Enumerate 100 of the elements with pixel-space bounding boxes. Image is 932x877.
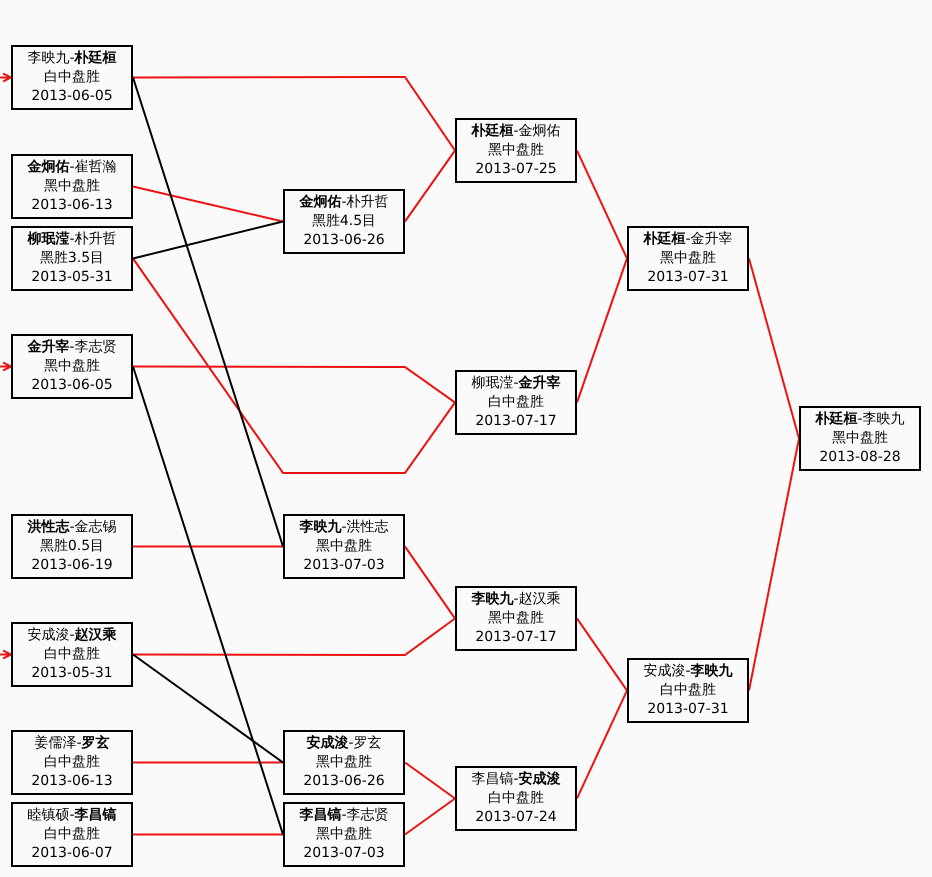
match-date: 2013-08-28 [819,448,901,467]
match-players: 睦镇硕-李昌镐 [27,806,117,825]
arrow [0,72,12,82]
match-box [11,730,133,795]
bracket-line [133,546,283,548]
match-result: 黑中盘胜 [660,249,716,268]
match-players: 金炯佑-朴升哲 [299,193,389,212]
bracket-line [404,798,456,836]
match-date: 2013-05-31 [31,268,113,287]
match-box [799,406,921,471]
match-result: 白中盘胜 [488,789,544,808]
match-date: 2013-07-31 [647,268,729,287]
match-box [283,189,405,254]
match-result: 黑中盘胜 [316,537,372,556]
arrow [0,650,12,660]
match-players: 安成浚-李映九 [643,662,733,681]
match-result: 黑中盘胜 [44,177,100,196]
bracket-line [132,366,284,835]
match-result: 白中盘胜 [44,825,100,844]
match-players: 柳珉滢-朴升哲 [27,230,117,249]
match-date: 2013-06-26 [303,231,385,250]
match-box [627,226,749,291]
match-players: 洪性志-金志锡 [27,518,117,537]
match-box [627,658,749,723]
match-box [11,802,133,867]
match-box [455,766,577,831]
bracket-line [132,77,284,547]
match-date: 2013-07-25 [475,160,557,179]
bracket-line [748,258,800,439]
bracket-line [576,690,628,799]
match-date: 2013-07-03 [303,844,385,863]
bracket-line [132,220,284,260]
match-result: 白中盘胜 [44,645,100,664]
bracket-line [132,186,284,222]
match-players: 李昌镐-李志贤 [299,806,389,825]
match-date: 2013-06-13 [31,196,113,215]
match-date: 2013-05-31 [31,664,113,683]
match-date: 2013-07-31 [647,700,729,719]
match-box [11,154,133,219]
bracket-line [576,618,628,692]
bracket-line [576,258,628,403]
match-result: 黑胜0.5目 [40,537,104,556]
match-players: 柳珉滢-金升宰 [471,374,561,393]
match-box [11,514,133,579]
bracket-line [404,150,456,222]
match-date: 2013-07-17 [475,628,557,647]
match-box [11,226,133,291]
match-players: 李昌镐-安成浚 [471,770,561,789]
match-result: 黑中盘胜 [488,609,544,628]
match-result: 黑胜3.5目 [40,249,104,268]
match-result: 黑胜4.5目 [312,212,376,231]
match-players: 金升宰-李志贤 [27,338,117,357]
bracket-line [132,654,284,764]
match-box [455,370,577,435]
bracket-line [404,762,456,800]
match-result: 黑中盘胜 [316,753,372,772]
bracket-line [132,258,456,474]
bracket-line [404,546,456,620]
match-date: 2013-06-05 [31,376,113,395]
bracket-line [133,76,456,152]
bracket-line [576,150,628,259]
match-players: 朴廷桓-李映九 [815,410,905,429]
match-players: 金炯佑-崔哲瀚 [27,158,117,177]
match-result: 黑中盘胜 [832,429,888,448]
match-result: 白中盘胜 [44,753,100,772]
match-date: 2013-06-05 [31,87,113,106]
match-result: 黑中盘胜 [488,141,544,160]
match-result: 白中盘胜 [488,393,544,412]
match-box [283,514,405,579]
match-box [283,802,405,867]
bracket-line [133,366,456,404]
match-date: 2013-07-17 [475,412,557,431]
match-players: 姜儒泽-罗玄 [34,734,110,753]
match-players: 安成浚-罗玄 [306,734,382,753]
bracket-line [133,834,283,836]
match-box [11,622,133,687]
match-date: 2013-07-24 [475,808,557,827]
bracket-line [133,618,456,656]
match-players: 李映九-赵汉乘 [471,590,561,609]
match-date: 2013-06-07 [31,844,113,863]
match-box [455,118,577,183]
match-result: 白中盘胜 [660,681,716,700]
match-result: 黑中盘胜 [44,357,100,376]
bracket-line [133,762,283,764]
match-players: 朴廷桓-金炯佑 [471,122,561,141]
match-players: 李映九-朴廷桓 [27,49,117,68]
match-players: 李映九-洪性志 [299,518,389,537]
match-box [11,334,133,399]
match-players: 朴廷桓-金升宰 [643,230,733,249]
match-date: 2013-06-19 [31,556,113,575]
match-box [11,45,133,110]
match-result: 白中盘胜 [44,68,100,87]
match-box [455,586,577,651]
match-date: 2013-06-26 [303,772,385,791]
match-date: 2013-07-03 [303,556,385,575]
match-result: 黑中盘胜 [316,825,372,844]
bracket-line [748,438,800,691]
match-box [283,730,405,795]
match-date: 2013-06-13 [31,772,113,791]
arrow [0,362,12,372]
